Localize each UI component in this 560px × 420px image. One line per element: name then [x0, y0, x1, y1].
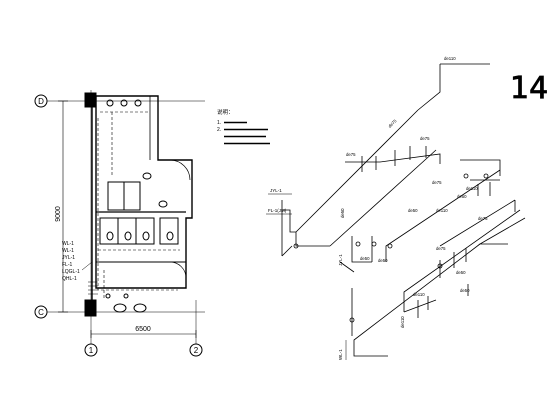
dim-label: de75 [432, 180, 442, 185]
toilet [106, 231, 114, 241]
stall [123, 181, 141, 211]
notes-illegible-text [224, 121, 270, 145]
dim-label: de110 [400, 316, 405, 328]
floor-plan: D C 1 2 9000 6500 [34, 90, 205, 357]
axis-label-2: 2 [194, 346, 199, 355]
dim-label: de50 [408, 208, 418, 213]
branch-pipe [439, 248, 469, 296]
branch-pipe [353, 243, 481, 357]
notes-title: 说明： [217, 108, 234, 116]
notes-block: 说明： 1. 2. [217, 108, 270, 145]
dim-label: de50 [457, 194, 467, 199]
stall [107, 181, 125, 211]
riser-label: JYL-1 [270, 188, 282, 193]
riser-labels: JYL-1 FL-1(JM) JYL-1 WL-1 [266, 188, 347, 360]
branch-pipe [439, 199, 516, 247]
branch-pipe [403, 296, 437, 318]
riser-label: WL-1 [338, 349, 343, 360]
toilet [158, 200, 168, 208]
main-pipe [329, 149, 437, 247]
sink [134, 99, 142, 107]
dim-label: de75 [420, 136, 430, 141]
stair [88, 281, 98, 295]
dim-label: de110 [444, 56, 456, 61]
pipe-run [97, 111, 178, 291]
diameter-labels: de110 de75 de75 de75 de75 de50 de50 de50… [340, 56, 488, 328]
toilet [142, 172, 152, 180]
sink [106, 99, 114, 107]
pipe-label: FL-1 [62, 262, 73, 268]
branch-pipe [361, 146, 427, 172]
stall [159, 217, 179, 245]
sheet-number: 14 [510, 71, 548, 106]
dim-label: de110 [436, 208, 448, 213]
dim-label: de50 [340, 208, 345, 218]
pipe-label: JYL-1 [62, 255, 75, 261]
dim-label: de50 [360, 256, 370, 261]
wall-block-bottom [84, 299, 97, 317]
pipe-label-list: WL-1 WL-1 JYL-1 FL-1 LQGL-1 QHL-1 [62, 241, 80, 282]
door-swing [169, 159, 191, 181]
wall-outline [95, 95, 193, 289]
notes-line: 1. [217, 120, 221, 126]
dim-text-horizontal: 6500 [135, 326, 151, 333]
branch-pipe [470, 179, 500, 196]
dim-label: de75 [346, 152, 356, 157]
toilet [124, 231, 132, 241]
branch-pipe [339, 236, 373, 336]
pipe-label: QHL-1 [62, 276, 77, 282]
sink [120, 99, 128, 107]
riser [281, 200, 296, 256]
vent-pipe [417, 63, 490, 111]
dim-label: de75 [478, 216, 488, 221]
notes-line: 2. [217, 127, 221, 133]
dim-label: de50 [456, 270, 466, 275]
toilet [166, 231, 174, 241]
dim-label: de50 [460, 288, 470, 293]
pipe-label: WL-1 [62, 241, 74, 247]
axis-label-d: D [38, 97, 44, 106]
riser-label: JYL-1 [338, 254, 343, 266]
dim-label: de50 [378, 258, 388, 263]
riser-diagram [281, 63, 526, 357]
axis-label-1: 1 [89, 346, 94, 355]
stall [135, 217, 155, 245]
dim-text-vertical: 9000 [55, 206, 62, 222]
pipe-label: WL-1 [62, 248, 74, 254]
dim-label: de75 [436, 246, 446, 251]
riser-label: FL-1(JM) [268, 208, 287, 213]
dim-label: de75 [387, 118, 398, 129]
branch-pipe [385, 159, 501, 262]
basin [133, 303, 147, 313]
branch-pipe [403, 209, 521, 312]
dim-label: de110 [466, 186, 478, 191]
toilet [142, 231, 150, 241]
main-pipe [295, 109, 419, 247]
pipe-label: LQGL-1 [62, 269, 80, 275]
wall-block-top [84, 92, 97, 108]
axis-label-c: C [38, 308, 44, 317]
basin [113, 303, 127, 313]
dim-label: de110 [413, 292, 425, 297]
